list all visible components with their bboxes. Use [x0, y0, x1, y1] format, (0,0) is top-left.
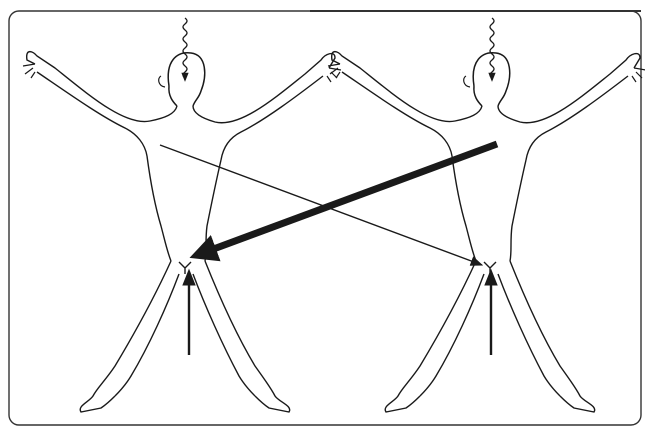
- left-body: [23, 52, 341, 412]
- right-body: [328, 52, 645, 412]
- figure-frame: [9, 11, 641, 425]
- right-head-wavy-arrow: [490, 18, 494, 80]
- left-head-wavy-arrow: [183, 18, 187, 80]
- thin-cross-arrow: [160, 145, 482, 265]
- thick-cross-arrow: [200, 144, 497, 254]
